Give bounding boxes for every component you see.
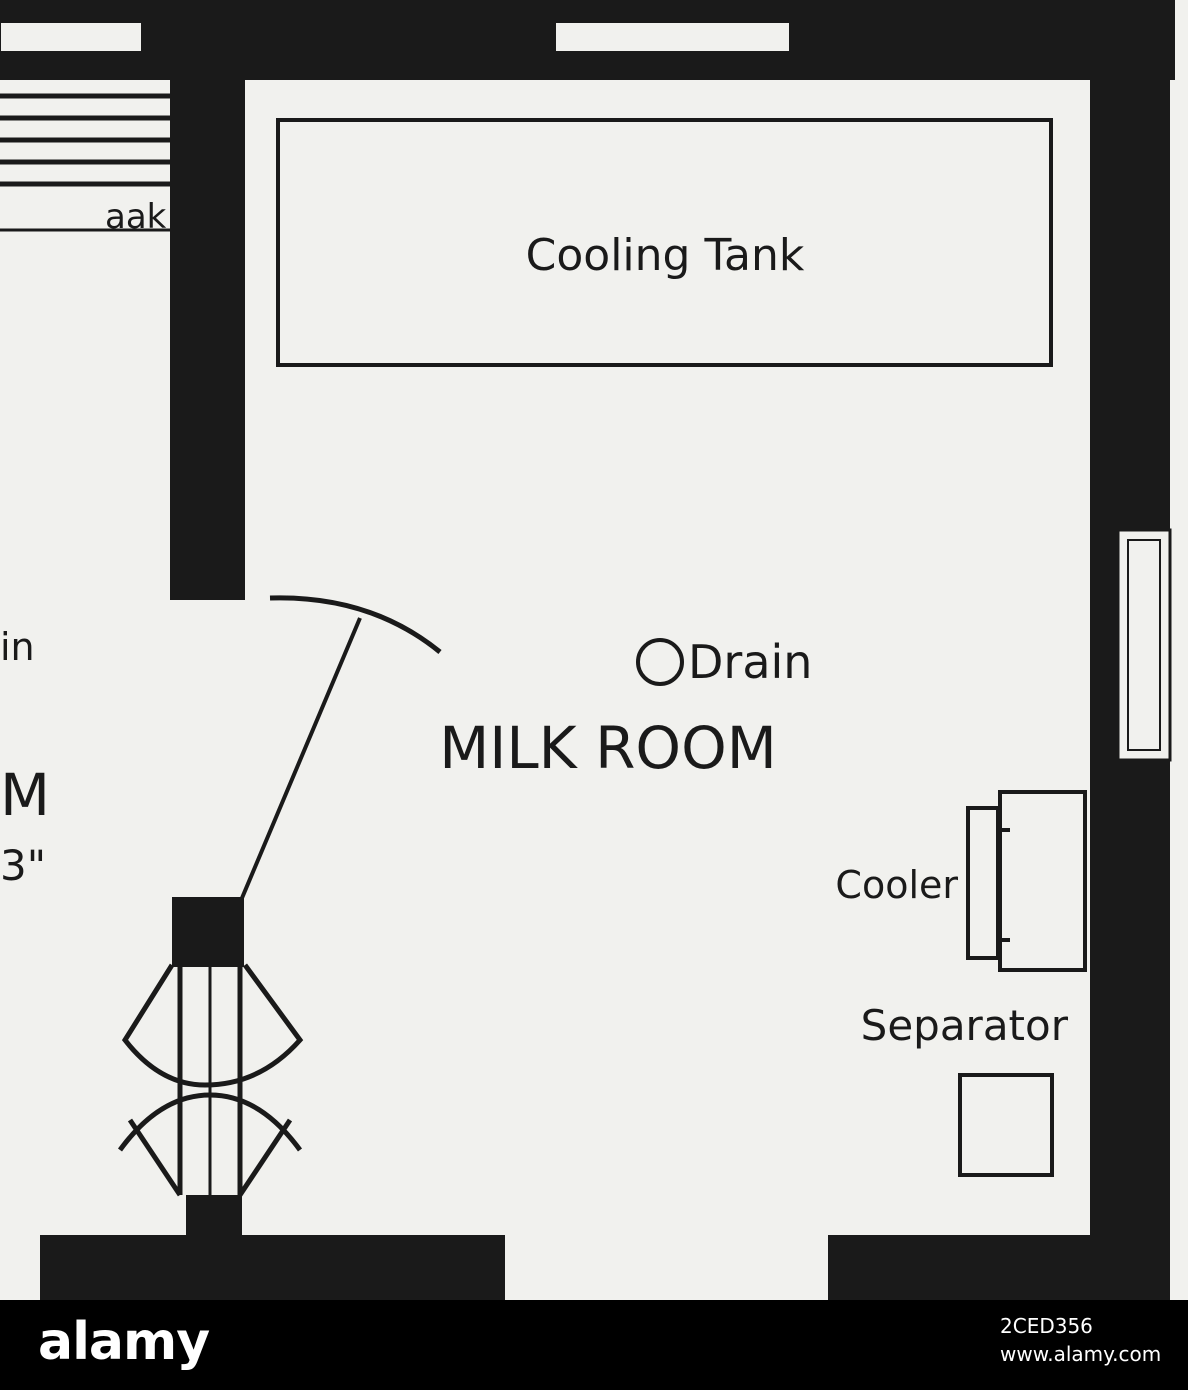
separator-label: Separator	[861, 1001, 1069, 1050]
partial-top-left-text: aak	[105, 197, 167, 237]
top-window-left	[0, 21, 143, 53]
partial-room-left: M	[0, 761, 50, 829]
watermark-footer	[0, 1300, 1188, 1390]
drain-symbol	[636, 638, 684, 686]
shelf-lines	[0, 93, 170, 187]
alamy-logo: alamy	[38, 1312, 210, 1372]
floor-plan: Cooling Tank Drain MILK ROOM Cooler Sepa…	[0, 0, 1175, 1300]
drain-label: Drain	[688, 635, 812, 689]
partial-drain-left: in	[0, 625, 35, 669]
cooling-tank-label: Cooling Tank	[526, 230, 805, 281]
door-leaf	[240, 617, 362, 899]
double-door	[117, 963, 304, 1197]
bottom-wall-left	[40, 1235, 505, 1300]
partition-post	[172, 897, 244, 967]
partition-wall	[170, 0, 245, 600]
image-id: 2CED356 www.alamy.com	[1000, 1312, 1161, 1368]
bottom-wall-right	[828, 1235, 1170, 1300]
cooling-tank	[276, 118, 1053, 367]
milk-room-label: MILK ROOM	[439, 714, 777, 782]
partial-dim-left: 3"	[0, 841, 46, 890]
separator	[958, 1073, 1054, 1177]
right-window	[1116, 528, 1172, 762]
cooler-label: Cooler	[835, 863, 958, 907]
site-url: www.alamy.com	[1000, 1342, 1162, 1366]
top-window-right	[554, 21, 791, 53]
door-swing-arc	[269, 595, 442, 654]
image-id-code: 2CED356	[1000, 1314, 1093, 1338]
cooler	[966, 790, 1087, 972]
